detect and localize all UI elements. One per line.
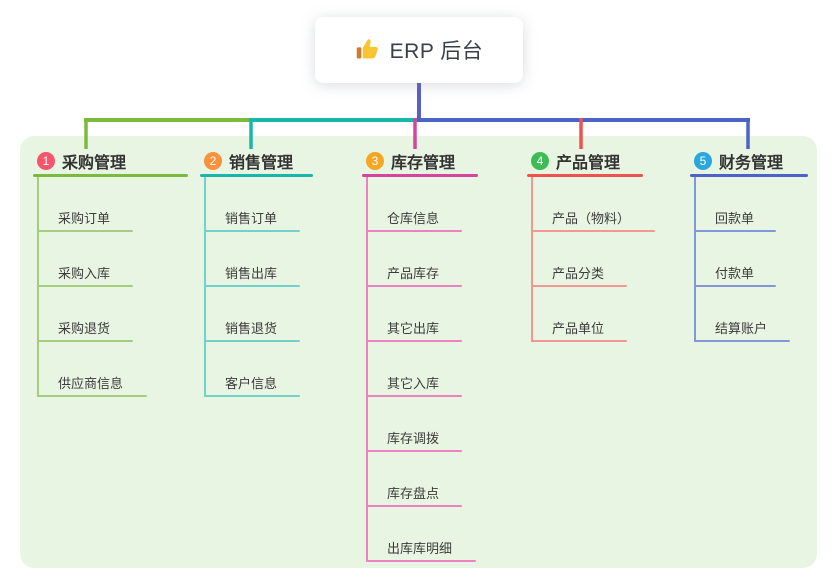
sub-item-underline [531,340,627,342]
sub-item-产品库存[interactable]: 产品库存 [387,266,440,281]
branch-trunk-line [366,177,368,562]
sub-item-underline [366,285,462,287]
branch-number-badge: 1 [37,152,55,170]
sub-item-结算账户[interactable]: 结算账户 [715,321,768,336]
sub-item-underline [366,505,462,507]
sub-item-underline [366,395,462,397]
sub-item-underline [37,230,133,232]
sub-item-采购退货[interactable]: 采购退货 [58,321,111,336]
branch-number-badge: 2 [204,152,222,170]
sub-item-付款单[interactable]: 付款单 [715,266,755,281]
branch-node-产品管理[interactable]: 4 产品管理 [531,147,647,175]
sub-item-underline [694,285,776,287]
branch-trunk-line [37,177,39,397]
root-node-title: ERP 后台 [389,40,484,63]
branch-node-财务管理[interactable]: 5 财务管理 [694,147,812,175]
branch-node-采购管理[interactable]: 1 采购管理 [37,147,192,175]
branch-underline [200,174,313,177]
sub-item-underline [204,285,300,287]
branch-trunk-line [531,177,533,342]
sub-item-underline [531,230,655,232]
branch-title: 产品管理 [556,155,621,172]
branch-number-badge: 5 [694,152,712,170]
sub-item-underline [694,230,776,232]
sub-item-产品（物料）[interactable]: 产品（物料） [552,211,631,226]
sub-item-销售退货[interactable]: 销售退货 [225,321,278,336]
branches-panel [20,136,817,568]
thumbs-up-icon [355,37,381,63]
sub-item-underline [531,285,627,287]
branch-title: 财务管理 [719,155,784,172]
sub-item-出库库明细[interactable]: 出库库明细 [387,541,453,556]
sub-item-underline [366,230,462,232]
sub-item-供应商信息[interactable]: 供应商信息 [58,376,124,391]
sub-item-underline [366,560,476,562]
sub-item-underline [204,340,300,342]
sub-item-库存盘点[interactable]: 库存盘点 [387,486,440,501]
branch-title: 采购管理 [62,155,127,172]
branch-number-badge: 3 [366,152,384,170]
sub-item-销售出库[interactable]: 销售出库 [225,266,278,281]
sub-item-客户信息[interactable]: 客户信息 [225,376,278,391]
sub-item-销售订单[interactable]: 销售订单 [225,211,278,226]
sub-item-其它入库[interactable]: 其它入库 [387,376,440,391]
sub-item-underline [37,285,133,287]
sub-item-回款单[interactable]: 回款单 [715,211,755,226]
sub-item-underline [37,340,133,342]
sub-item-underline [204,395,300,397]
branch-node-库存管理[interactable]: 3 库存管理 [366,147,482,175]
branch-underline [33,174,188,177]
sub-item-产品分类[interactable]: 产品分类 [552,266,605,281]
branch-trunk-line [204,177,206,397]
sub-item-underline [694,340,790,342]
branch-title: 销售管理 [229,155,294,172]
branch-node-销售管理[interactable]: 2 销售管理 [204,147,317,175]
root-node[interactable]: ERP 后台 [315,17,523,83]
branch-underline [362,174,478,177]
sub-item-仓库信息[interactable]: 仓库信息 [387,211,440,226]
sub-item-采购入库[interactable]: 采购入库 [58,266,111,281]
sub-item-underline [366,450,462,452]
sub-item-其它出库[interactable]: 其它出库 [387,321,440,336]
sub-item-库存调拨[interactable]: 库存调拨 [387,431,440,446]
sub-item-underline [366,340,462,342]
branch-underline [527,174,643,177]
sub-item-underline [204,230,300,232]
branch-number-badge: 4 [531,152,549,170]
branch-title: 库存管理 [391,155,456,172]
branch-trunk-line [694,177,696,342]
sub-item-采购订单[interactable]: 采购订单 [58,211,111,226]
branch-underline [690,174,808,177]
sub-item-产品单位[interactable]: 产品单位 [552,321,605,336]
sub-item-underline [37,395,147,397]
